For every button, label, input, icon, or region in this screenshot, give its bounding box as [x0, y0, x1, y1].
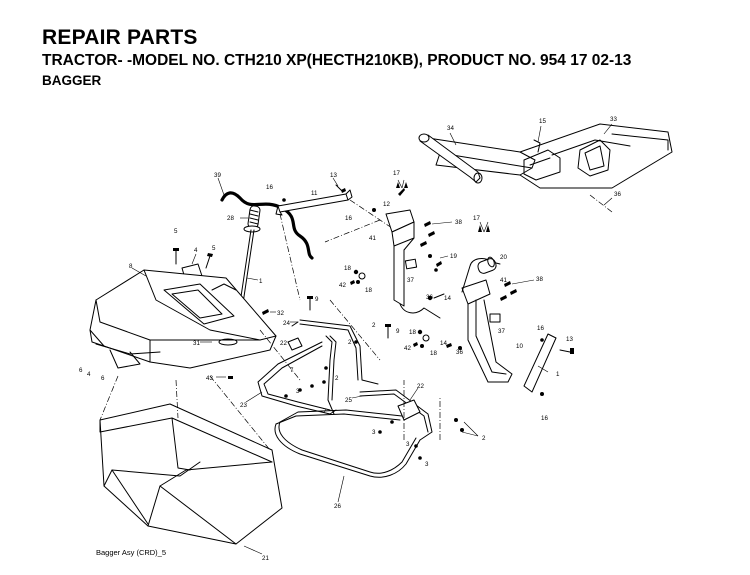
callout-3b: 3 — [372, 429, 376, 436]
callout-15: 15 — [539, 118, 546, 125]
left-mount-bracket — [324, 179, 453, 319]
callout-2d: 2 — [482, 435, 486, 442]
model-subtitle: TRACTOR- -MODEL NO. CTH210 XP(HECTH210KB… — [42, 52, 632, 69]
callout-6b: 6 — [101, 375, 105, 382]
callout-41: 41 — [369, 235, 376, 242]
callout-37b: 37 — [498, 328, 505, 335]
callout-37: 37 — [407, 277, 414, 284]
bagger-cover — [89, 267, 277, 378]
callout-9: 9 — [315, 296, 319, 303]
callout-16: 16 — [266, 184, 273, 191]
callout-5b: 5 — [212, 245, 216, 252]
callout-16c: 16 — [537, 325, 544, 332]
callout-13: 13 — [330, 172, 337, 179]
callout-28: 28 — [227, 215, 234, 222]
frame-hardware — [259, 299, 479, 460]
callout-18: 18 — [344, 265, 351, 272]
callout-5: 5 — [174, 228, 178, 235]
callout-34: 34 — [447, 125, 454, 132]
callout-7: 7 — [290, 367, 294, 374]
callout-39: 39 — [214, 172, 221, 179]
callout-36b: 36 — [426, 294, 433, 301]
side-frame-23 — [245, 335, 337, 415]
callout-42b: 42 — [404, 345, 411, 352]
page-title: REPAIR PARTS — [42, 26, 198, 49]
grass-bag — [99, 375, 283, 555]
callout-12: 12 — [383, 201, 390, 208]
callout-41b: 41 — [500, 277, 507, 284]
callout-42: 42 — [339, 282, 346, 289]
hardware-cluster-upper — [350, 269, 366, 285]
bag-frame-26 — [274, 409, 421, 503]
callout-36: 36 — [614, 191, 621, 198]
callout-3d: 3 — [425, 461, 429, 468]
callout-25: 25 — [345, 397, 352, 404]
callout-18c: 18 — [409, 329, 416, 336]
diagram-caption: Bagger Asy (CRD)_5 — [96, 548, 167, 557]
callout-13b: 13 — [566, 336, 573, 343]
callout-1: 1 — [259, 278, 263, 285]
callout-17: 17 — [393, 170, 400, 177]
callout-23: 23 — [240, 402, 247, 409]
upper-support-bracket — [275, 177, 396, 301]
callout-16b: 16 — [345, 215, 352, 222]
callout-38: 38 — [455, 219, 462, 226]
callout-4: 4 — [194, 247, 198, 254]
callout-20: 20 — [500, 254, 507, 261]
callout-24: 24 — [283, 320, 290, 327]
callout-17b: 17 — [473, 215, 480, 222]
callout-22: 22 — [280, 340, 287, 347]
callout-6: 6 — [79, 367, 83, 374]
callout-4b: 4 — [87, 371, 91, 378]
callout-3: 3 — [296, 388, 300, 395]
callout-7b: 7 — [323, 408, 327, 415]
callout-14: 14 — [444, 295, 451, 302]
callout-21: 21 — [262, 555, 269, 562]
side-strap — [523, 333, 574, 396]
callout-2b: 2 — [348, 339, 352, 346]
rear-hitch-assembly — [418, 123, 673, 213]
callout-19: 19 — [450, 253, 457, 260]
callout-11: 11 — [311, 190, 318, 197]
callout-31: 31 — [193, 340, 200, 347]
section-title: BAGGER — [42, 73, 102, 88]
hardware-cluster-lower — [413, 293, 462, 350]
callout-3c: 3 — [406, 441, 410, 448]
callout-16d: 16 — [541, 415, 548, 422]
callout-33: 33 — [610, 116, 617, 123]
upper-frame-24 — [290, 319, 379, 385]
callout-8: 8 — [129, 263, 133, 270]
callout-32: 32 — [277, 310, 284, 317]
callout-22b: 22 — [417, 383, 424, 390]
bag-frame-25 — [351, 387, 433, 441]
callout-36c: 36 — [456, 349, 463, 356]
callout-2c: 2 — [335, 375, 339, 382]
callout-43: 43 — [206, 375, 213, 382]
callout-9b: 9 — [396, 328, 400, 335]
right-mount-bracket — [428, 221, 535, 383]
callout-14b: 14 — [440, 340, 447, 347]
callout-labels: 34 15 33 36 39 16 13 11 17 12 16 28 38 4… — [79, 116, 621, 562]
callout-38b: 38 — [536, 276, 543, 283]
callout-1b: 1 — [556, 371, 560, 378]
callout-2: 2 — [372, 322, 376, 329]
callout-18b: 18 — [365, 287, 372, 294]
callout-26: 26 — [334, 503, 341, 510]
callout-10: 10 — [516, 343, 523, 350]
callout-18d: 18 — [430, 350, 437, 357]
